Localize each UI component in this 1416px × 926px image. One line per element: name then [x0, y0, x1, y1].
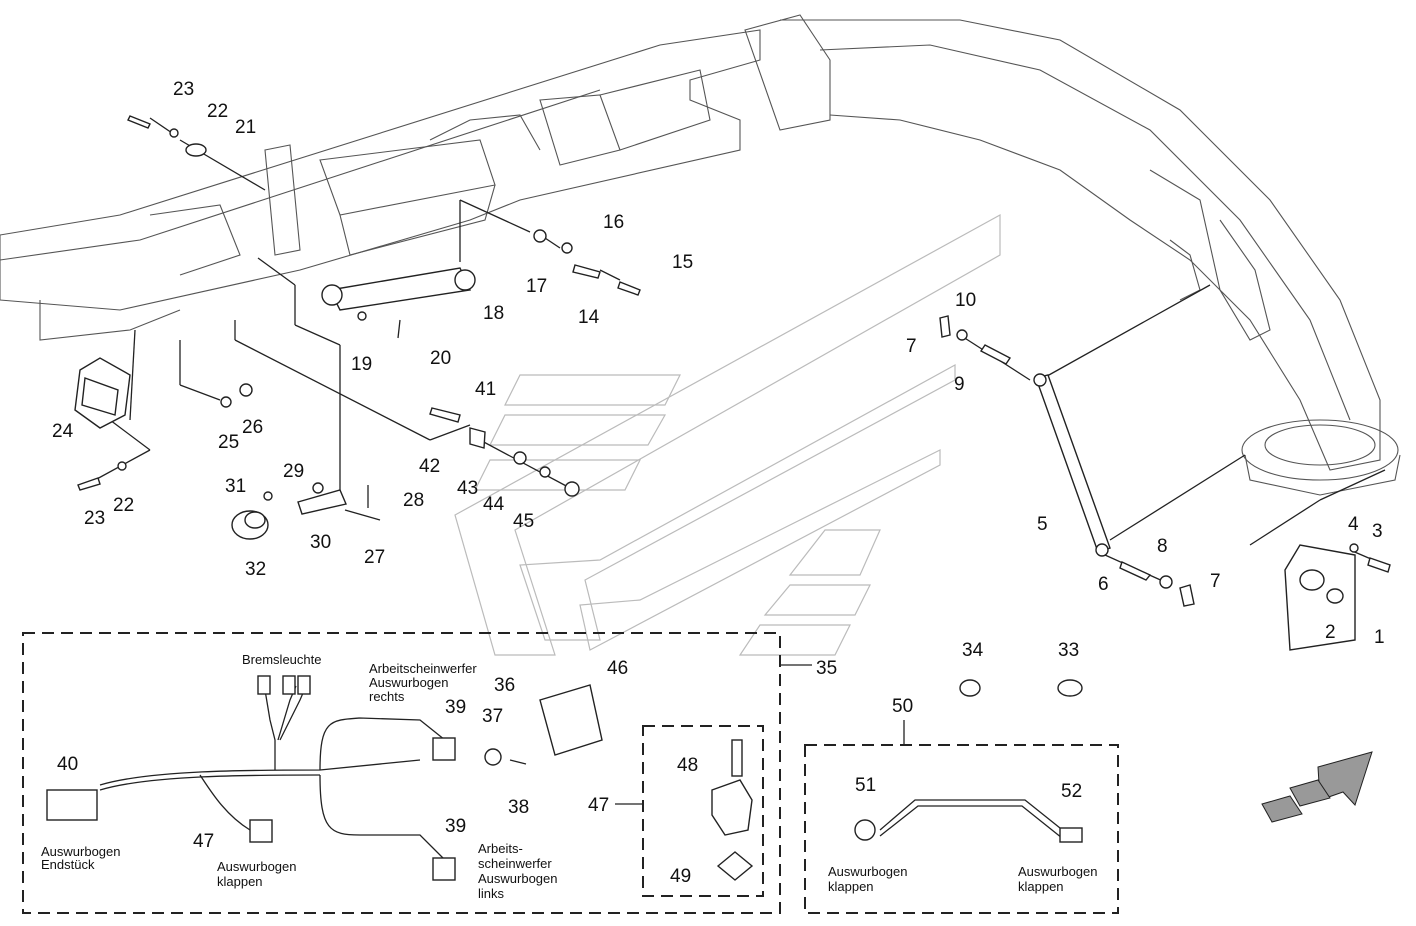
callout-45: 45 [513, 511, 534, 532]
label-arbeitsscheinwerfer-rechts-2: Auswurbogen [369, 675, 449, 690]
callout-8: 8 [1157, 536, 1168, 557]
callout-7a: 7 [906, 336, 917, 357]
callout-20: 20 [430, 348, 451, 369]
callout-25: 25 [218, 432, 239, 453]
label-endstueck-1: Auswurbogen [41, 844, 121, 859]
callout-34: 34 [962, 640, 984, 661]
callout-15: 15 [672, 252, 693, 273]
label-arbeitsscheinwerfer-rechts-3: rechts [369, 689, 405, 704]
callout-3: 3 [1372, 521, 1383, 542]
callout-41: 41 [475, 379, 496, 400]
callout-7b: 7 [1210, 571, 1221, 592]
callout-40: 40 [57, 754, 78, 775]
callout-22a: 22 [207, 101, 228, 122]
callout-18: 18 [483, 303, 504, 324]
parts [74, 115, 1391, 697]
harness-group-box [22, 632, 781, 914]
callout-21: 21 [235, 117, 256, 138]
callout-5: 5 [1037, 514, 1048, 535]
callout-10: 10 [955, 290, 976, 311]
callout-33: 33 [1058, 640, 1079, 661]
label-klappen-b-2: klappen [828, 879, 874, 894]
callout-42: 42 [419, 456, 440, 477]
callout-31: 31 [225, 476, 246, 497]
callout-47a: 47 [193, 831, 214, 852]
cable-drawing [854, 799, 1083, 843]
callout-46: 46 [607, 658, 628, 679]
callout-17: 17 [526, 276, 547, 297]
callout-23b: 23 [84, 508, 105, 529]
callout-36: 36 [494, 675, 515, 696]
callout-37: 37 [482, 706, 503, 727]
label-klappen-b-1: Auswurbogen [828, 864, 908, 879]
callout-52: 52 [1061, 781, 1082, 802]
callout-47b: 47 [588, 795, 609, 816]
callout-29: 29 [283, 461, 304, 482]
callout-50: 50 [892, 696, 913, 717]
label-klappen-a-1: Auswurbogen [217, 859, 297, 874]
valve-group-box [642, 725, 764, 897]
callout-49: 49 [670, 866, 691, 887]
callout-28: 28 [403, 490, 424, 511]
callout-51: 51 [855, 775, 876, 796]
label-klappen-c-2: klappen [1018, 879, 1064, 894]
callout-32: 32 [245, 559, 266, 580]
callout-30: 30 [310, 532, 331, 553]
cable-group-box [804, 744, 1119, 914]
text-labels: Bremsleuchte Arbeitscheinwerfer Auswurbo… [41, 652, 1098, 901]
label-arbeitsscheinwerfer-links-4: links [478, 886, 505, 901]
direction-arrow-icon [1261, 751, 1373, 823]
callout-48: 48 [677, 755, 698, 776]
label-arbeitsscheinwerfer-links-1: Arbeits- [478, 841, 523, 856]
label-arbeitsscheinwerfer-links-3: Auswurbogen [478, 871, 558, 886]
callout-14: 14 [578, 307, 600, 328]
callout-2: 2 [1325, 622, 1336, 643]
callout-24: 24 [52, 421, 74, 442]
callout-35: 35 [816, 658, 837, 679]
callout-numbers: 1 2 3 4 5 6 7 7 8 9 10 14 15 16 17 18 19… [52, 79, 1385, 887]
callout-4: 4 [1348, 514, 1359, 535]
callout-23a: 23 [173, 79, 194, 100]
watermark-logo [454, 213, 1001, 656]
valve-drawing [711, 739, 754, 881]
callout-39a: 39 [445, 697, 466, 718]
callout-19: 19 [351, 354, 372, 375]
machine-frame [0, 14, 1401, 496]
callout-1: 1 [1374, 627, 1385, 648]
callout-16: 16 [603, 212, 624, 233]
label-klappen-a-2: klappen [217, 874, 263, 889]
callout-44: 44 [483, 494, 505, 515]
harness-drawing [46, 675, 603, 881]
callout-6: 6 [1098, 574, 1109, 595]
label-arbeitsscheinwerfer-links-2: scheinwerfer [478, 856, 552, 871]
callout-43: 43 [457, 478, 478, 499]
callout-22b: 22 [113, 495, 134, 516]
label-arbeitsscheinwerfer-rechts-1: Arbeitscheinwerfer [369, 661, 477, 676]
label-klappen-c-1: Auswurbogen [1018, 864, 1098, 879]
callout-26: 26 [242, 417, 263, 438]
leader-lines [94, 117, 1386, 623]
label-bremsleuchte: Bremsleuchte [242, 652, 321, 667]
callout-27: 27 [364, 547, 385, 568]
label-endstueck-2: Endstück [41, 857, 95, 872]
callout-38: 38 [508, 797, 529, 818]
callout-39b: 39 [445, 816, 466, 837]
callout-9: 9 [954, 374, 965, 395]
